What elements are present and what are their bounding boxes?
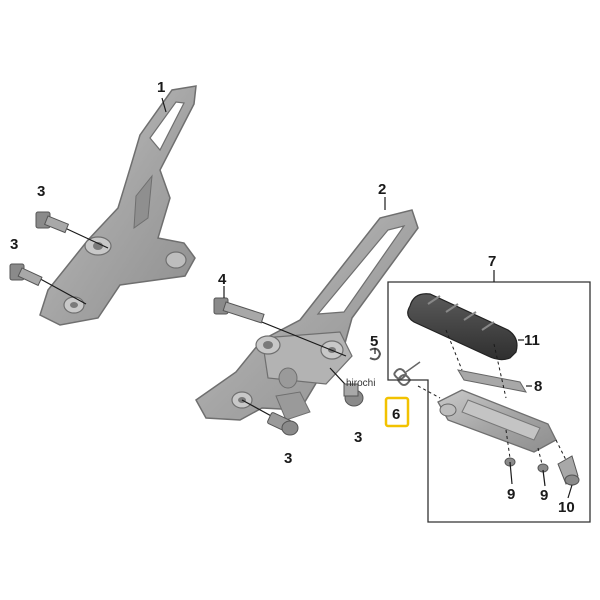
footpeg-body	[437, 329, 557, 453]
screw-part-9-right	[537, 447, 549, 473]
callout-3: 3	[354, 429, 362, 446]
callout-6: 6	[392, 406, 400, 423]
bolt-part-4	[213, 297, 347, 357]
bracket-part-1	[39, 85, 197, 326]
callout-7: 7	[488, 253, 496, 270]
callout-11: 11	[524, 332, 540, 349]
callout-2: 2	[378, 181, 386, 198]
callout-4: 4	[218, 271, 227, 288]
callout-5: 5	[370, 333, 378, 350]
plate-part-8	[456, 369, 532, 393]
leader-lines	[161, 97, 573, 499]
bracket-part-2	[195, 209, 419, 421]
callout-10: 10	[558, 499, 575, 516]
bolt-part-3-center	[329, 367, 364, 407]
bolt-part-3-upper-left	[35, 211, 109, 249]
callout-1: 1	[157, 79, 165, 96]
callout-3: 3	[37, 183, 45, 200]
watermark: hirochi	[346, 378, 375, 389]
assembly-box-part-7	[387, 281, 591, 523]
highlight-box	[384, 396, 410, 428]
callout-9: 9	[540, 487, 548, 504]
callout-3: 3	[10, 236, 18, 253]
callout-8: 8	[534, 378, 542, 395]
callout-9: 9	[507, 486, 515, 503]
bolt-part-3-lower-left	[9, 263, 87, 305]
bolt-part-3-bracket-lower	[241, 399, 299, 436]
clip-part-5	[369, 347, 382, 361]
rubber-pad-part-11	[407, 293, 524, 361]
callout-3: 3	[284, 450, 292, 467]
pin-part-10	[555, 439, 580, 486]
